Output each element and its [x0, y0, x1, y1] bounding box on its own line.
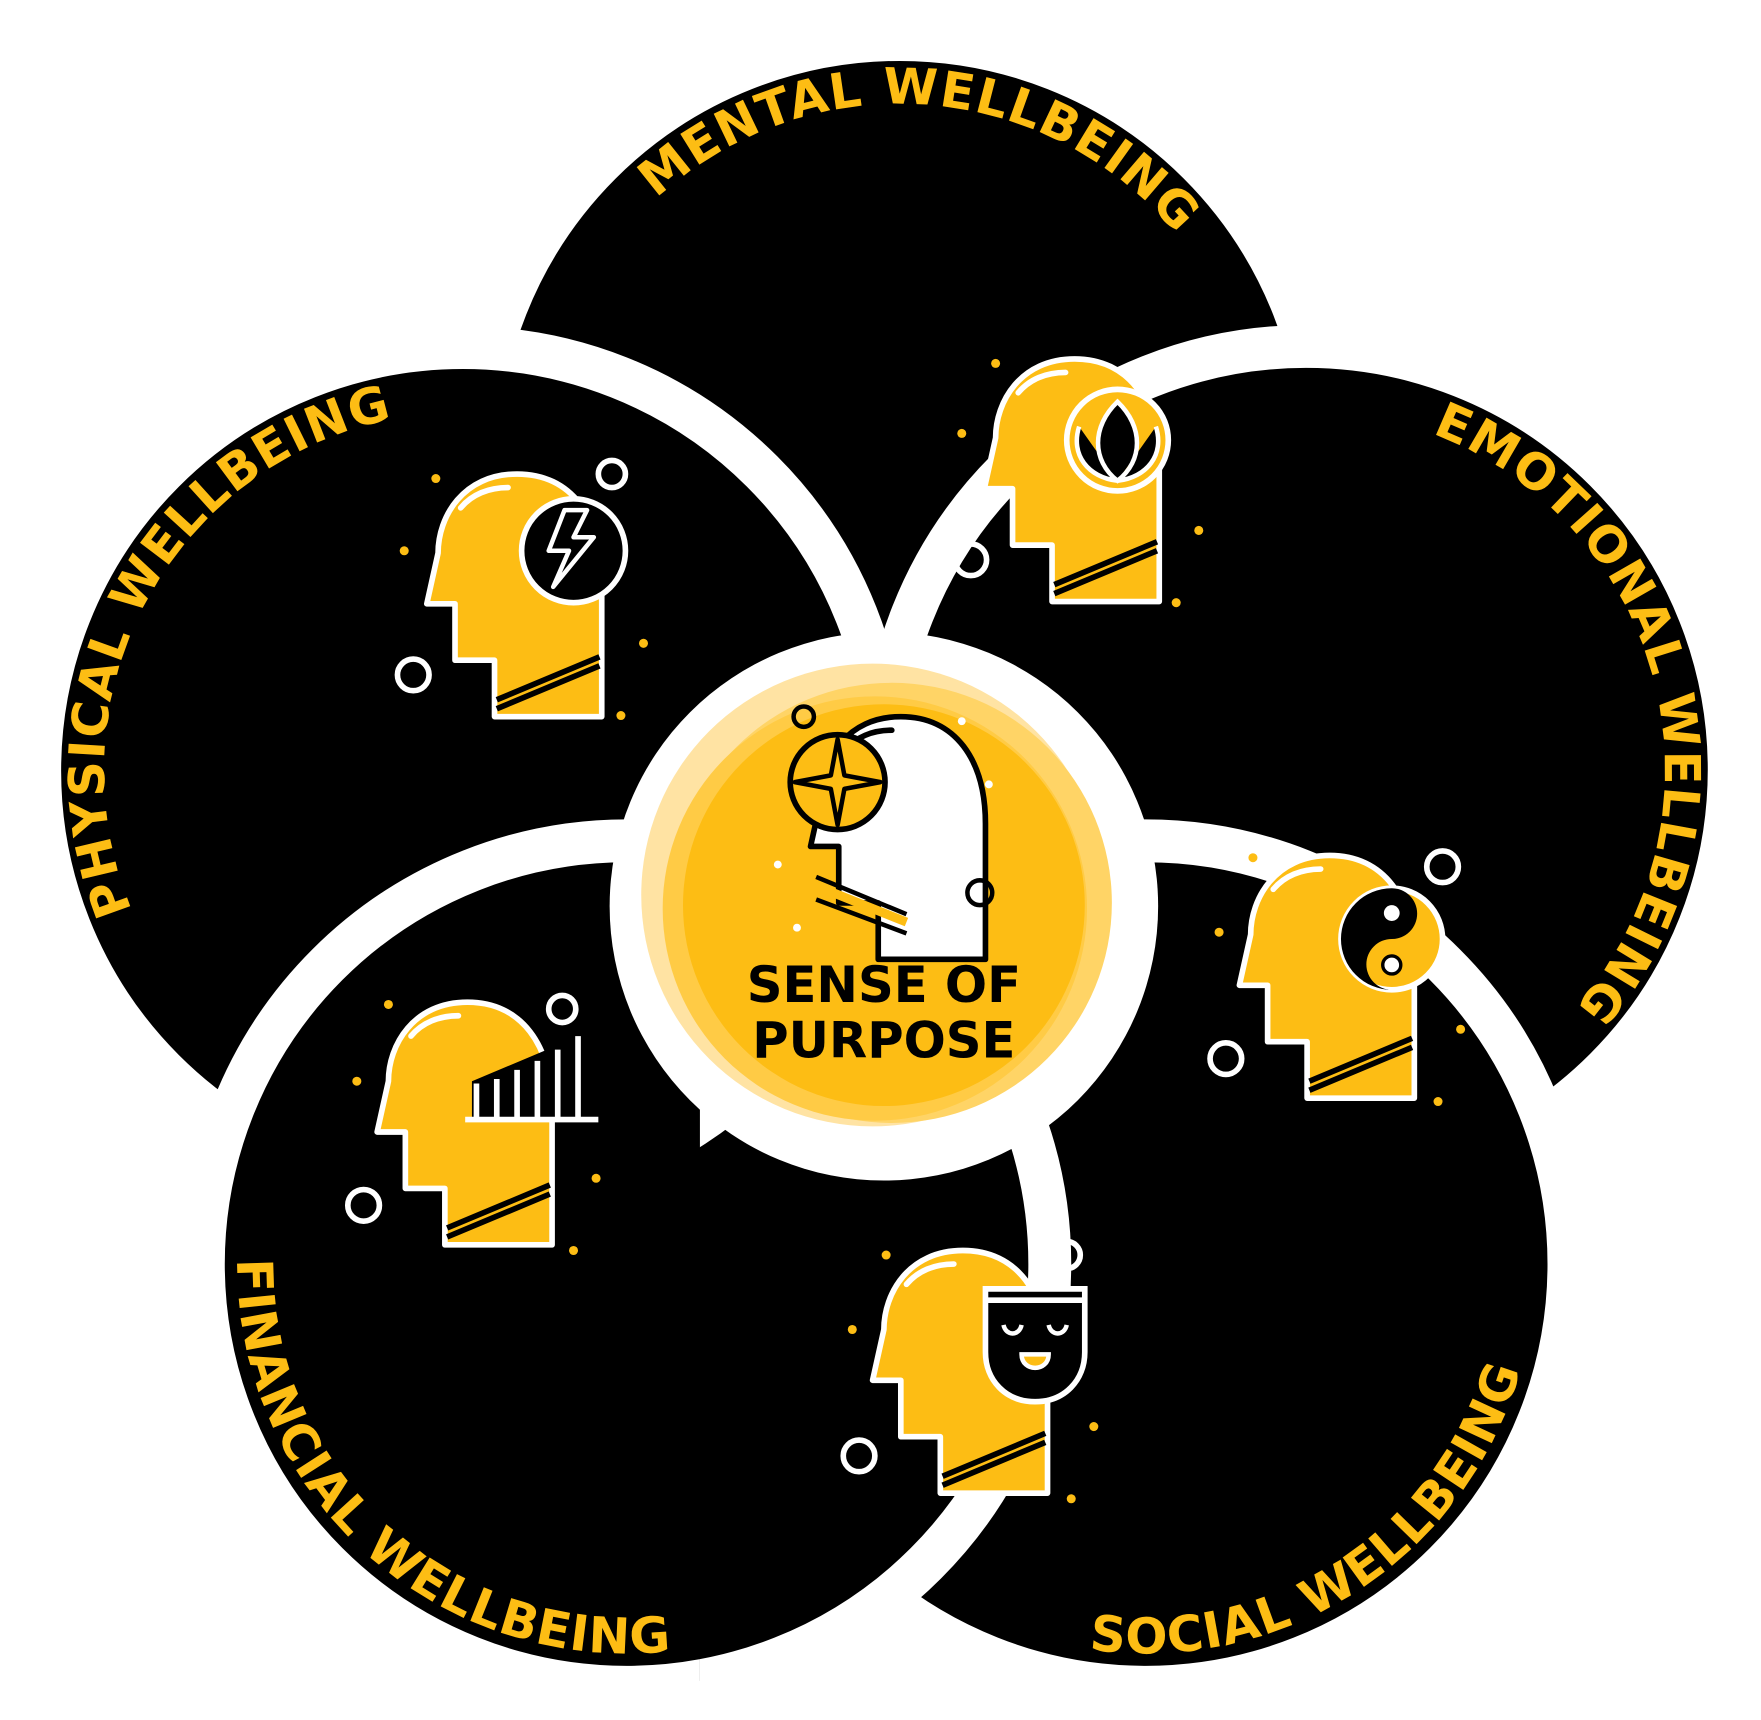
head-bar-chart-icon [344, 992, 601, 1256]
head-lotus-icon [952, 348, 1204, 608]
head-smiling-face-icon [840, 1238, 1099, 1504]
center-title-line2: PURPOSE [752, 1012, 1015, 1070]
head-compass-star-icon [773, 704, 995, 960]
head-yin-yang-icon [1207, 848, 1466, 1107]
head-lightning-icon [394, 457, 649, 721]
center-title-line1: SENSE OF [747, 956, 1021, 1014]
